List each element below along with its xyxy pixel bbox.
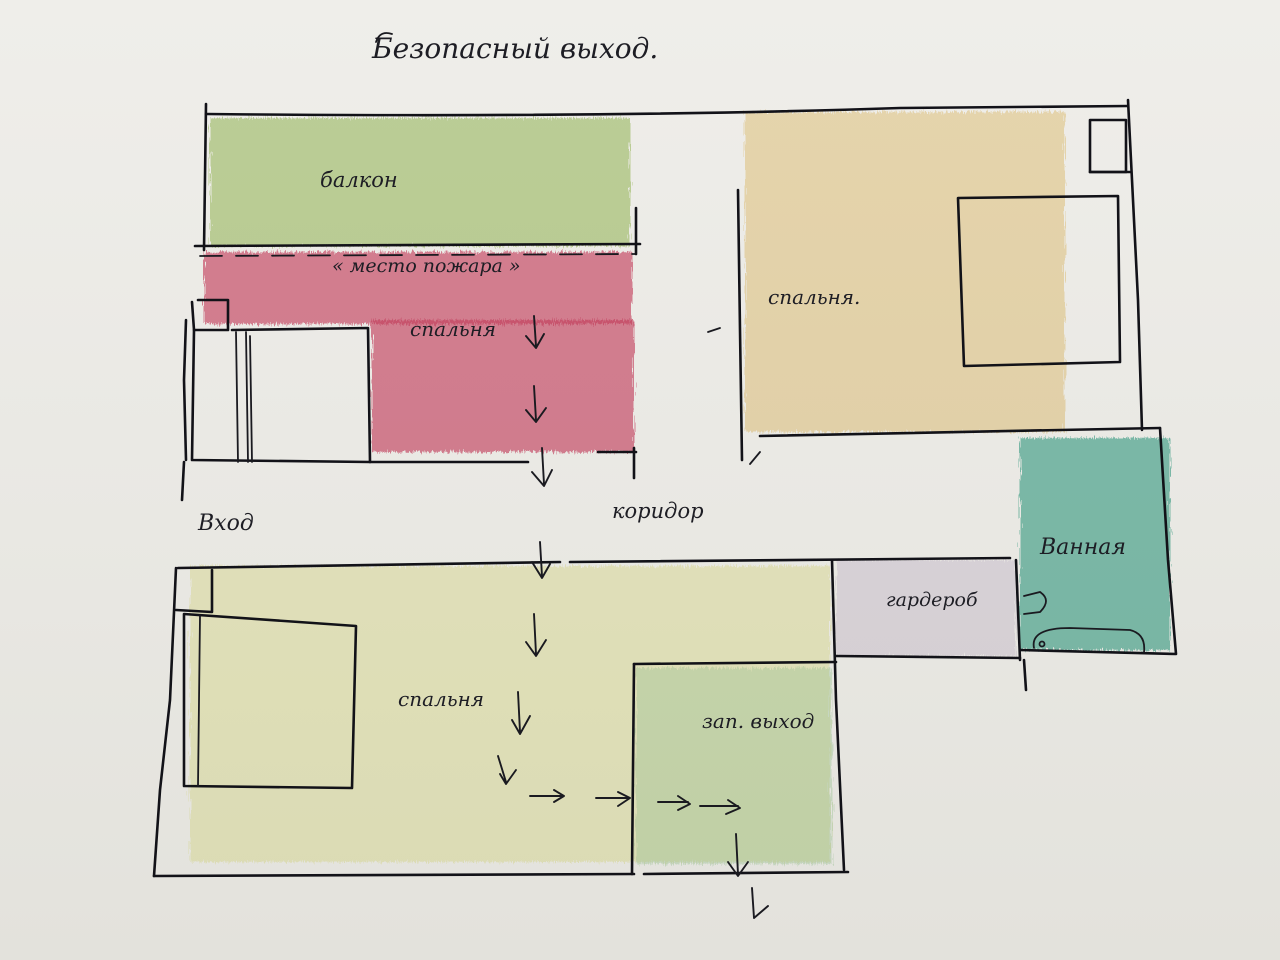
corridor-top-wall [368,450,638,464]
fire-bedroom-right-wall [632,206,638,480]
bathtub [1032,627,1146,653]
wardrobe-label: гардероб [886,589,978,611]
fire-zone-fill [204,252,632,324]
route-arrow-1 [525,315,545,349]
route-arrow-9 [595,791,631,807]
bed-right [956,194,1122,368]
outer-right-wall [1126,98,1144,432]
emergency-exit-fill [636,668,832,864]
entrance-left [180,460,186,502]
emergency-right-wall [830,558,846,872]
chimney-box [1088,118,1128,174]
route-arrow-10 [657,795,691,811]
title-underline-accent [375,32,393,43]
evacuation-route [497,315,769,919]
bedroom-bottom-label: спальня [398,687,484,711]
balcony-fill [210,118,630,246]
route-arrow-6 [511,691,531,735]
fire-zone-fill-lower [372,320,634,452]
route-arrow-7 [497,755,517,785]
route-arrow-13 [751,887,769,919]
bathroom-left-wall [1014,558,1028,692]
bathtub-drain [1038,640,1046,648]
fire-place-label: « место пожара » [332,255,521,277]
bed-bottom-left [182,612,358,790]
wardrobe-left-stub [190,298,230,332]
bedroom-right-fill [745,112,1065,432]
door-swing-entry [749,451,761,465]
walls [152,98,1178,878]
left-wall-lower [152,566,178,878]
colored-zones [190,112,1170,864]
wardrobe-fill [836,560,1016,656]
bathroom-fill [1020,438,1170,650]
right-bedroom-bottom-wall [758,426,1162,438]
outer-top-wall [204,104,1130,117]
corridor-bottom-wall [176,556,1012,570]
corridor-label: коридор [612,499,704,523]
route-arrow-3 [531,447,553,487]
emergency-exit-label: зап. выход [702,709,814,733]
closet-inner-lines [235,331,253,463]
route-arrow-2 [525,385,547,423]
bedroom-right-label: спальня. [768,285,860,309]
right-bedroom-left-wall [736,188,744,462]
bed-bottom-inner [197,615,201,787]
route-arrow-4 [531,541,551,579]
route-arrow-12 [727,833,749,877]
entrance-label: Вход [197,511,254,536]
page-title: Безопасный выход. [371,32,658,65]
outer-left-wall-upper [202,102,208,252]
route-arrow-5 [525,613,547,657]
left-wall-mid [182,318,188,462]
wardrobe-bottom-wall [834,654,1022,660]
bathroom-outline [1018,426,1178,656]
balcony-divider-dash [199,253,637,257]
route-arrow-11 [699,799,741,815]
bathroom-label: Ванная [1039,535,1126,560]
door-swing-right [707,327,721,333]
bottom-wall [152,870,850,878]
balcony-label: балкон [320,168,398,192]
bedroom-fire-label: спальня [410,317,496,341]
balcony-line [193,242,642,248]
emergency-top-wall [632,660,838,666]
emergency-left-wall [630,662,636,876]
lower-closet-stub [174,568,214,614]
route-arrow-8 [529,789,565,803]
sink [1023,591,1047,615]
labels: Безопасный выход. балкон « место пожара … [197,32,1126,733]
closet-outline [190,326,372,464]
